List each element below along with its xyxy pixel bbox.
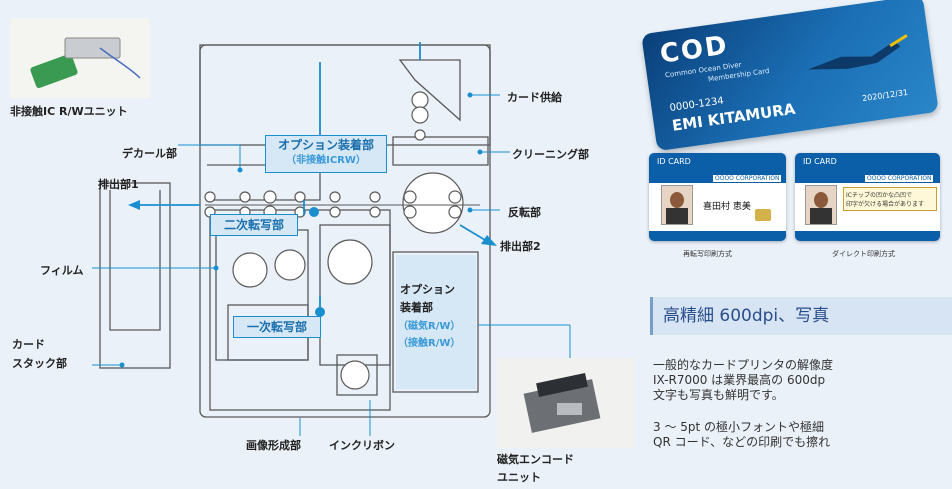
- primary-transfer-point: [315, 307, 325, 317]
- mag-encoder-photo: [497, 358, 635, 448]
- label-option-mount-right-3: （磁気R/W）: [398, 321, 461, 332]
- paragraph2-line2: QR コード、などの印刷でも擦れ: [653, 435, 831, 449]
- paragraph1-line3: 文字も写真も鮮明です。: [653, 388, 784, 402]
- option-mount-right-box: オプション 装着部 （磁気R/W） （接触R/W）: [396, 255, 476, 389]
- id-card-2-photo: [805, 185, 837, 225]
- label-card-stack-2: スタック部: [12, 357, 67, 370]
- label-cleaning: クリーニング部: [512, 148, 589, 161]
- id-card-2-caption: ダイレクト印刷方式: [832, 250, 895, 258]
- label-option-mount-right-1: オプション: [400, 283, 455, 296]
- id-card-2-header: ID CARD: [803, 157, 837, 166]
- label-option-mount-top: オプション装着部: [277, 138, 374, 152]
- label-film: フィルム: [40, 264, 84, 277]
- eject2-arrowhead: [481, 235, 497, 246]
- label-decal: デカール部: [122, 147, 177, 160]
- primary-transfer-box: 一次転写部: [233, 316, 321, 338]
- label-mag-encoder-2: ユニット: [497, 471, 541, 484]
- card-expiry: 2020/12/31: [861, 87, 909, 104]
- paragraph1-line2: IX-R7000 は業界最高の 600dp: [653, 373, 826, 387]
- label-reverse: 反転部: [508, 206, 541, 219]
- id-card-2-note-1: ICチップの凹かな凸凹で: [846, 192, 912, 199]
- label-option-mount-right-4: （接触R/W）: [398, 338, 461, 349]
- label-image-forming: 画像形成部: [246, 439, 301, 452]
- label-eject1: 排出部1: [98, 178, 139, 191]
- id-card-1-header: ID CARD: [657, 157, 691, 166]
- id-card-direct: ID CARD OOOO CORPORATION ICチップの凹かな凸凹で 印字…: [795, 153, 940, 241]
- label-eject2: 排出部2: [500, 240, 541, 253]
- secondary-transfer-point: [309, 207, 319, 217]
- label-card-stack-1: カード: [12, 338, 45, 351]
- paragraph2-line1: 3 ～ 5pt の極小フォントや極細: [653, 420, 825, 434]
- eject2-arrow-line: [459, 224, 486, 241]
- id-card-2-note-2: 印字が欠ける場合があります: [846, 201, 925, 208]
- sample-membership-card: COD Common Ocean Diver Membership Card 0…: [641, 0, 939, 152]
- id-card-1-caption: 再転写印刷方式: [683, 250, 732, 258]
- section-heading: 高精細 600dpi、写真: [650, 297, 952, 335]
- id-card-1-person: 喜田村 恵美: [703, 202, 751, 212]
- ic-rw-unit-photo: [10, 18, 150, 98]
- label-option-mount-right-2: 装着部: [400, 301, 433, 314]
- eject1-arrowhead: [128, 200, 140, 210]
- label-ink-ribbon: インクリボン: [329, 439, 395, 452]
- label-ic-rw-unit: 非接触IC R/Wユニット: [10, 105, 128, 118]
- id-card-1-company: OOOO CORPORATION: [713, 175, 782, 182]
- stack-tray: [99, 182, 171, 369]
- secondary-transfer-box: 二次転写部: [210, 214, 298, 236]
- diver-silhouette: [807, 34, 908, 70]
- id-card-1-photo: [661, 185, 693, 225]
- label-option-mount-top-sub: （非接触ICRW）: [286, 155, 366, 166]
- label-card-supply: カード供給: [507, 91, 562, 104]
- label-mag-encoder-1: 磁気エンコード: [497, 453, 574, 466]
- id-card-2-note-box: ICチップの凹かな凸凹で 印字が欠ける場合があります: [843, 187, 937, 211]
- paragraph1-line1: 一般的なカードプリンタの解像度: [653, 358, 834, 372]
- option-mount-top-box: オプション装着部 （非接触ICRW）: [265, 135, 387, 173]
- id-card-retransfer: ID CARD OOOO CORPORATION 喜田村 恵美: [649, 153, 786, 241]
- id-card-2-company: OOOO CORPORATION: [865, 175, 934, 182]
